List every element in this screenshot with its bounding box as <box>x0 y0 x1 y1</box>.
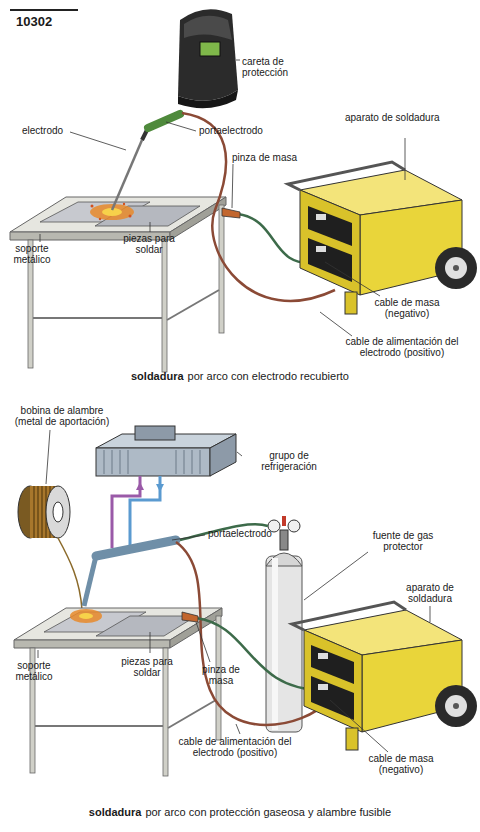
part-label: pinza de masa <box>196 664 246 686</box>
part-label: piezas para soldar <box>116 656 178 678</box>
leader-lines <box>38 430 430 752</box>
part-label: piezas para soldar <box>118 233 180 255</box>
leader-lines <box>40 122 405 336</box>
ground-clamp <box>182 612 198 622</box>
part-label: aparato de soldadura <box>392 582 468 604</box>
part-label: fuente de gas protector <box>372 530 434 552</box>
caption-text: por arco con protección gaseosa y alambr… <box>145 806 391 818</box>
part-label: careta de protección <box>242 56 328 78</box>
welding-machine <box>288 162 477 314</box>
torch <box>84 540 176 606</box>
part-label: soporte metálico <box>6 660 62 682</box>
cooling-pipe <box>112 476 140 548</box>
rule-line <box>10 9 78 11</box>
part-label: soporte metálico <box>4 243 60 265</box>
part-label: portaelectrodo <box>199 125 263 136</box>
part-label: portaelectrodo <box>208 528 272 539</box>
part-label: cable de masa (negativo) <box>356 753 446 775</box>
welding-mask <box>178 9 238 108</box>
workpieces <box>44 609 196 636</box>
figure-number: 10302 <box>16 15 52 30</box>
part-label: grupo de refrigeración <box>244 450 334 472</box>
part-label: electrodo <box>22 125 63 136</box>
workpieces <box>40 202 200 226</box>
ground-clamp <box>222 208 240 218</box>
welding-machine <box>292 602 477 750</box>
part-label: aparato de soldadura <box>345 112 465 123</box>
filler-wire <box>58 538 82 610</box>
cooling-unit <box>96 426 236 476</box>
wire-spool <box>18 486 70 538</box>
caption-text: soldadura <box>131 370 184 382</box>
part-label: pinza de masa <box>232 152 297 163</box>
metal-table <box>14 608 222 776</box>
part-label: cable de masa (negativo) <box>362 297 452 319</box>
part-label: cable de alimentación del electrodo (pos… <box>332 336 472 358</box>
part-label: cable de alimentación del electrodo (pos… <box>160 736 310 758</box>
caption-text: soldadura <box>89 806 142 818</box>
part-label: bobina de alambre (metal de aportación) <box>6 405 118 427</box>
cooling-pipe <box>130 476 160 546</box>
metal-table <box>10 197 226 372</box>
electrode-holder <box>112 114 180 210</box>
caption-text: por arco con electrodo recubierto <box>188 370 349 382</box>
